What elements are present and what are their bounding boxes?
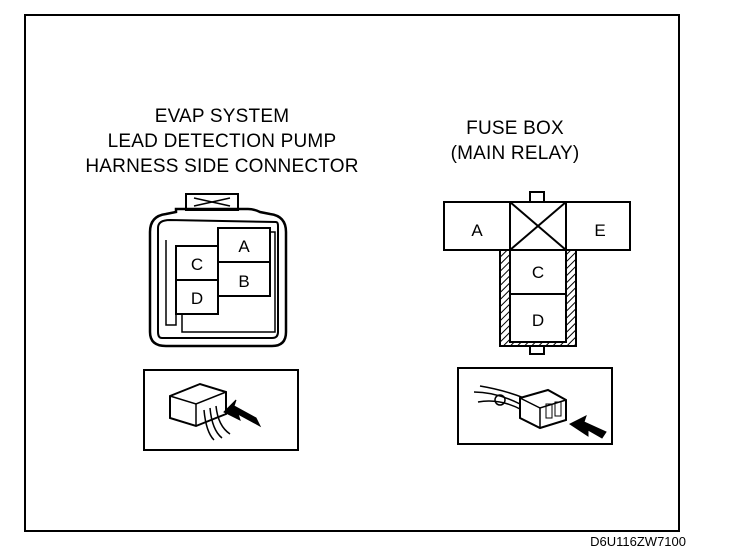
lead-detection-pump-connector [148,193,288,348]
right-pin-c-label: C [532,263,544,282]
main-relay-connector [443,191,631,355]
right-pin-a-label: A [471,221,483,240]
title-line: EVAP SYSTEM [154,106,290,127]
fuse-box-title: FUSE BOX (MAIN RELAY) [430,116,600,166]
left-pin-d-label: D [191,289,203,308]
left-pin-a-label: A [238,237,250,256]
left-view-direction-illustration [143,369,299,451]
figure-code: D6U116ZW7100 [590,534,686,549]
title-line: FUSE BOX [466,118,564,139]
title-line: (MAIN RELAY) [450,143,580,164]
right-pin-d-label: D [532,311,544,330]
title-line: HARNESS SIDE CONNECTOR [85,156,359,177]
left-pin-b-label: B [238,272,249,291]
left-pin-c-label: C [191,255,203,274]
diagram-frame [24,14,680,532]
lead-detection-pump-connector-title: EVAP SYSTEM LEAD DETECTION PUMP HARNESS … [52,104,392,179]
title-line: LEAD DETECTION PUMP [107,131,337,152]
right-view-direction-illustration [457,367,613,445]
right-pin-e-label: E [594,221,605,240]
